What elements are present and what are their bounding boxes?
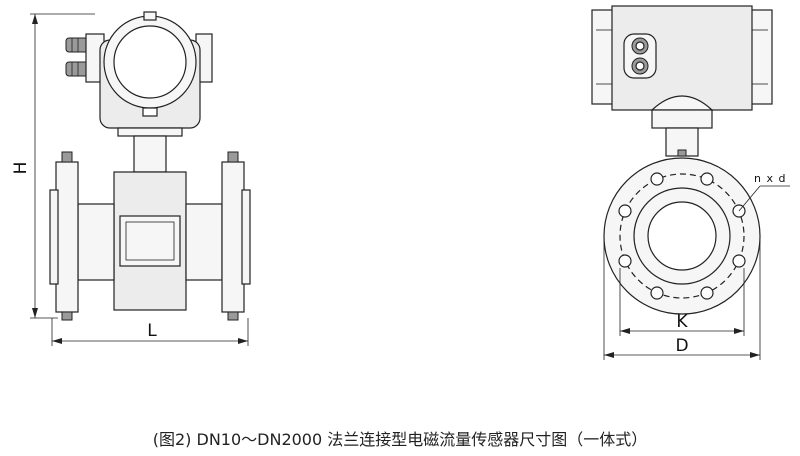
- housing-screw: [142, 107, 158, 117]
- length-label: L: [147, 321, 157, 341]
- nameplate: [119, 215, 181, 267]
- flange-left-face: [49, 189, 59, 285]
- height-arrow-top: [32, 14, 38, 24]
- tube-left: [77, 203, 115, 281]
- housing-display-window: [113, 25, 187, 99]
- cable-gland-upper: [65, 37, 89, 53]
- bolt-circle-label: K: [676, 312, 688, 332]
- tube-right: [185, 203, 223, 281]
- length-arrow-left: [52, 338, 62, 344]
- nameplate-inner: [125, 221, 175, 261]
- housing-base: [117, 127, 183, 137]
- flow-bore: [647, 201, 717, 271]
- height-label: H: [11, 162, 31, 175]
- cover-latch: [143, 11, 157, 21]
- flange-right-face: [241, 189, 251, 285]
- front-housing-base: [651, 109, 713, 129]
- bolt-circle: [619, 173, 745, 299]
- bolt-right-top: [227, 151, 239, 163]
- bolt-left-top: [61, 151, 73, 163]
- flange-diameter-label: D: [675, 336, 688, 356]
- side-view: H L: [11, 11, 251, 346]
- front-view: n x d K D: [591, 5, 790, 360]
- length-arrow-right: [238, 338, 248, 344]
- bolt-left-bottom: [61, 311, 73, 321]
- figure-caption: (图2) DN10～DN2000 法兰连接型电磁流量传感器尺寸图（一体式）: [152, 430, 648, 449]
- flange-right: [221, 161, 245, 313]
- cable-gland-lower: [65, 61, 89, 77]
- bolt-spec-leader: [738, 185, 761, 212]
- bolt-right-bottom: [227, 311, 239, 321]
- height-arrow-bottom: [32, 308, 38, 318]
- neck: [133, 135, 167, 173]
- bolt-spec-label: n x d: [754, 172, 786, 185]
- flange-left: [55, 161, 79, 313]
